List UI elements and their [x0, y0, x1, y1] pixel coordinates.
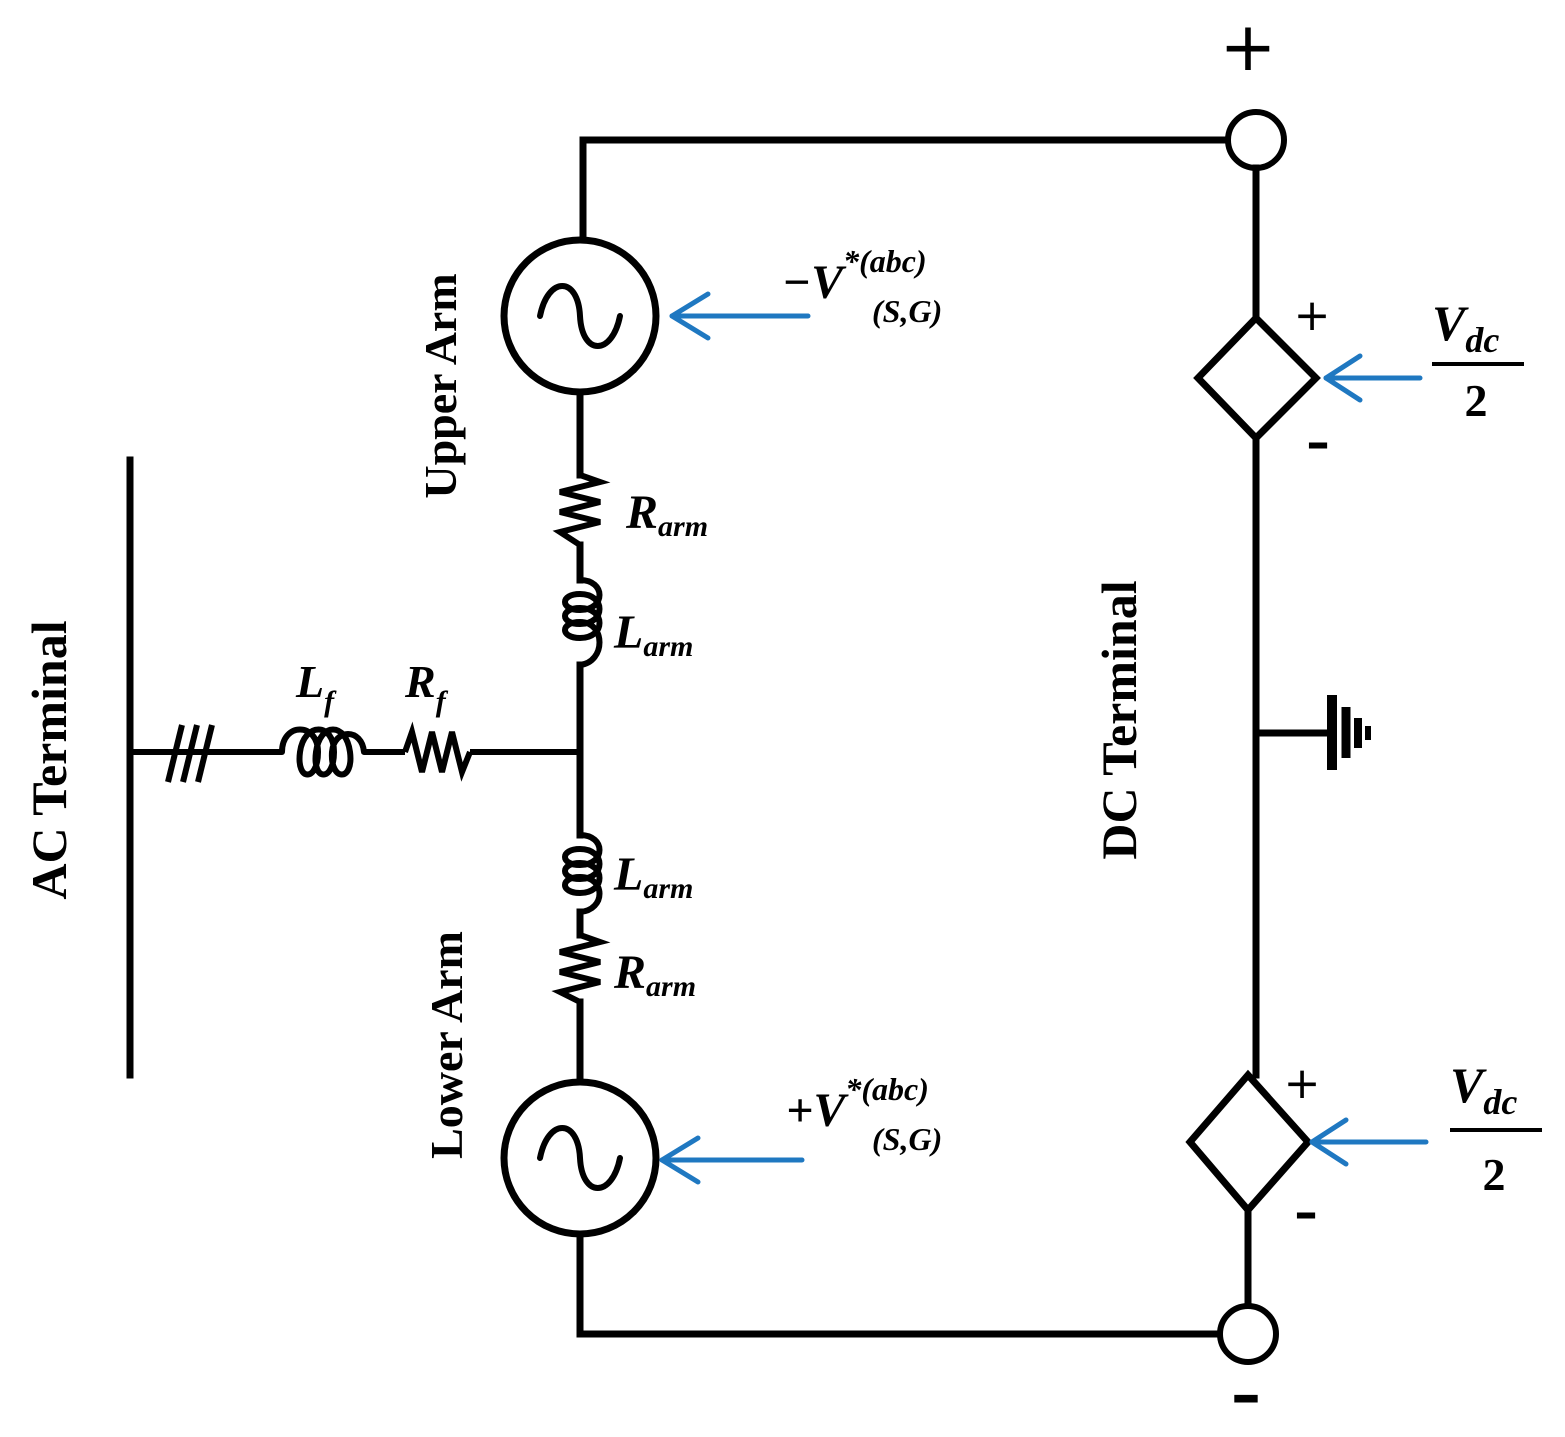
dc-terminal-label: DC Terminal — [1091, 580, 1147, 859]
lower-ac-source-icon — [500, 1078, 660, 1238]
upper-source-subscript: (S,G) — [872, 293, 942, 329]
lf-label: Lf — [295, 656, 337, 718]
lower-source-subscript: (S,G) — [872, 1121, 942, 1157]
upper-vdc-denominator: 2 — [1465, 375, 1488, 426]
rf-label: Rf — [404, 656, 449, 718]
lower-reference-arrow — [659, 1135, 805, 1185]
upper-vdc-fraction: Vdc 2 — [1432, 295, 1524, 426]
upper-source-label: −V*(abc) — [782, 243, 927, 309]
upper-reference-arrow — [669, 291, 811, 341]
upper-dc-wire — [579, 136, 1229, 244]
upper-arm-resistor-icon — [552, 472, 611, 548]
upper-ac-source-icon — [500, 236, 660, 396]
ground-icon — [1252, 695, 1371, 770]
three-phase-mark-icon — [165, 724, 215, 783]
lower-dc-source-minus: - — [1294, 1171, 1317, 1248]
upper-dc-source-plus: + — [1294, 290, 1331, 341]
dc-negative-pole-label: - — [1231, 1341, 1261, 1437]
lower-source-label: +V*(abc) — [786, 1071, 929, 1137]
upper-arm-inductor-icon — [562, 577, 603, 668]
lower-rarm-label: Rarm — [613, 946, 696, 1003]
upper-dc-source-minus: - — [1306, 401, 1329, 478]
upper-arm-label: Upper Arm — [415, 273, 466, 498]
lower-vdc-fraction: Vdc 2 — [1450, 1057, 1542, 1200]
filter-inductor-icon — [279, 726, 367, 778]
lower-dc-source-plus: + — [1284, 1058, 1321, 1109]
lower-larm-label: Larm — [613, 848, 693, 905]
dc-positive-pole-label: + — [1220, 8, 1277, 87]
lower-vdc-denominator: 2 — [1483, 1149, 1506, 1200]
ac-terminal-label: AC Terminal — [21, 620, 77, 899]
dc-negative-terminal-node-icon — [1217, 1303, 1279, 1365]
upper-vdc-numerator: Vdc — [1432, 295, 1499, 360]
lower-vdc-numerator: Vdc — [1450, 1057, 1517, 1122]
dc-positive-terminal-node-icon — [1225, 109, 1287, 171]
filter-resistor-icon — [402, 721, 473, 782]
lower-arm-label: Lower Arm — [421, 931, 472, 1159]
upper-dc-reference-arrow — [1323, 353, 1423, 403]
upper-rarm-label: Rarm — [625, 486, 708, 543]
lower-arm-resistor-icon — [551, 932, 611, 1005]
lower-dc-reference-arrow — [1309, 1117, 1429, 1167]
lower-arm-inductor-icon — [562, 832, 603, 915]
lower-dc-wire — [576, 1230, 1229, 1338]
upper-larm-label: Larm — [613, 606, 693, 663]
